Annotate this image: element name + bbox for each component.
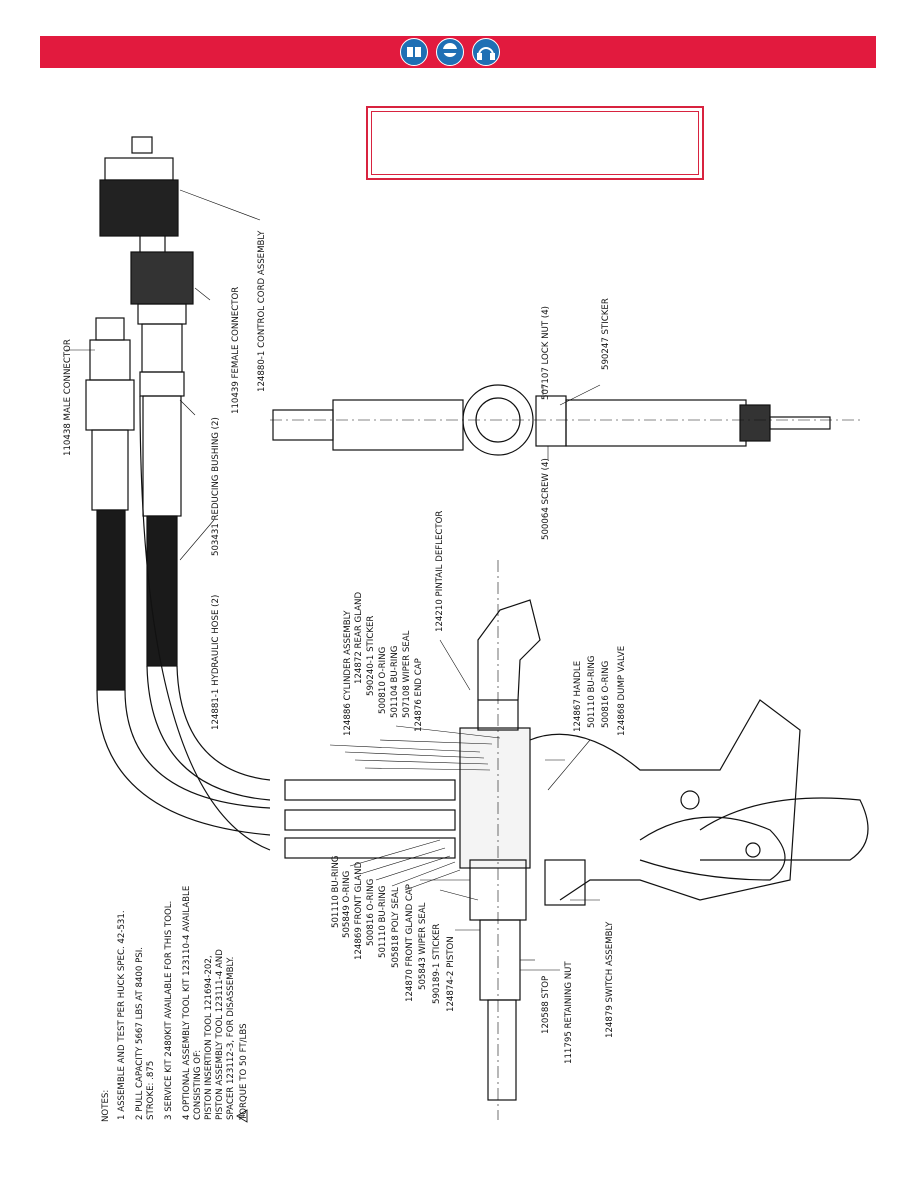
label-sticker-590189: 590189-1 STICKER	[432, 924, 442, 1004]
label-oring-505849: 505849 O-RING	[342, 871, 352, 938]
label-stop: 120588 STOP	[541, 976, 551, 1034]
ppe-icons	[400, 38, 504, 68]
manual-icon	[400, 38, 428, 66]
label-oring-500816: 500816 O-RING	[366, 879, 376, 946]
label-cylinder-assembly: 124886 CYLINDER ASSEMBLY	[343, 610, 353, 736]
label-female-connector: 110439 FEMALE CONNECTOR	[231, 287, 241, 414]
label-wiper-505843: 505843 WIPER SEAL	[418, 902, 428, 990]
note-2: 2 PULL CAPACITY 5667 LBS AT 8400 PSI.	[135, 947, 145, 1120]
note-4b: CONSISTING OF:	[193, 1050, 203, 1120]
label-reducing-bushing: 503431 REDUCING BUSHING (2)	[211, 417, 221, 556]
note-3: 3 SERVICE KIT 2480KIT AVAILABLE FOR THIS…	[164, 901, 174, 1120]
label-wiper-507108: 507108 WIPER SEAL	[402, 630, 412, 718]
label-pintail-deflector: 124210 PINTAIL DEFLECTOR	[435, 511, 445, 632]
callout-labels: 110438 MALE CONNECTOR 503431 REDUCING BU…	[63, 230, 627, 1064]
label-lock-nut: 507107 LOCK NUT (4)	[541, 306, 551, 400]
label-front-gland-cap: 124870 FRONT GLAND CAP	[405, 884, 415, 1002]
ear-protection-icon	[472, 38, 500, 66]
note-4d: PISTON ASSEMBLY TOOL 123111-4 AND	[215, 949, 225, 1120]
label-oring-500816b: 500816 O-RING	[601, 661, 611, 728]
note-torque: TORQUE TO 50 FT/LBS	[239, 1023, 249, 1121]
label-sticker-590240: 590240-1 STICKER	[366, 616, 376, 696]
label-hydraulic-hose: 124881-1 HYDRAULIC HOSE (2)	[211, 595, 221, 730]
label-rear-gland: 124872 REAR GLAND	[354, 592, 364, 684]
warning-box	[366, 106, 704, 180]
label-dump-valve: 124868 DUMP VALVE	[617, 646, 627, 736]
label-oring-500810: 500810 O-RING	[378, 647, 388, 714]
label-front-gland: 124869 FRONT GLAND	[354, 861, 364, 960]
note-4: 4 OPTIONAL ASSEMBLY TOOL KIT 123110-4 AV…	[182, 886, 192, 1120]
notes-heading: NOTES:	[101, 1090, 111, 1122]
notes-block: NOTES: 1 ASSEMBLE AND TEST PER HUCK SPEC…	[101, 886, 249, 1122]
label-control-cord: 124880-1 CONTROL CORD ASSEMBLY	[257, 230, 267, 392]
cord-plug	[131, 136, 153, 154]
safety-glasses-icon	[436, 38, 464, 66]
svg-text:4: 4	[240, 1114, 247, 1118]
note-2b: STROKE: .875	[146, 1061, 156, 1120]
note-triangle-icon: 4	[236, 1109, 248, 1123]
label-retaining-nut: 111795 RETAINING NUT	[564, 961, 574, 1064]
label-piston: 124874-2 PISTON	[446, 936, 456, 1012]
label-end-cap: 124876 END CAP	[414, 658, 424, 732]
note-4c: PISTON INSERTION TOOL 121694-202,	[204, 955, 214, 1120]
label-buring-501110b: 501110 BU-RING	[587, 656, 597, 728]
note-4e: SPACER 123112-3, FOR DISASSEMBLY.	[226, 957, 236, 1120]
note-1: 1 ASSEMBLE AND TEST PER HUCK SPEC. 42-53…	[117, 910, 127, 1120]
label-buring-501104: 501104 BU-RING	[390, 646, 400, 718]
label-buring-501110c: 501110 BU-RING	[378, 886, 388, 958]
label-screw: 500064 SCREW (4)	[541, 458, 551, 540]
label-male-connector: 110438 MALE CONNECTOR	[63, 339, 73, 456]
label-sticker-590247: 590247 STICKER	[601, 298, 611, 370]
label-handle: 124867 HANDLE	[573, 661, 583, 732]
label-poly-seal: 505818 POLY SEAL	[391, 887, 401, 968]
label-buring-501110: 501110 BU-RING	[331, 856, 341, 928]
label-switch-assembly: 124879 SWITCH ASSEMBLY	[605, 921, 615, 1038]
